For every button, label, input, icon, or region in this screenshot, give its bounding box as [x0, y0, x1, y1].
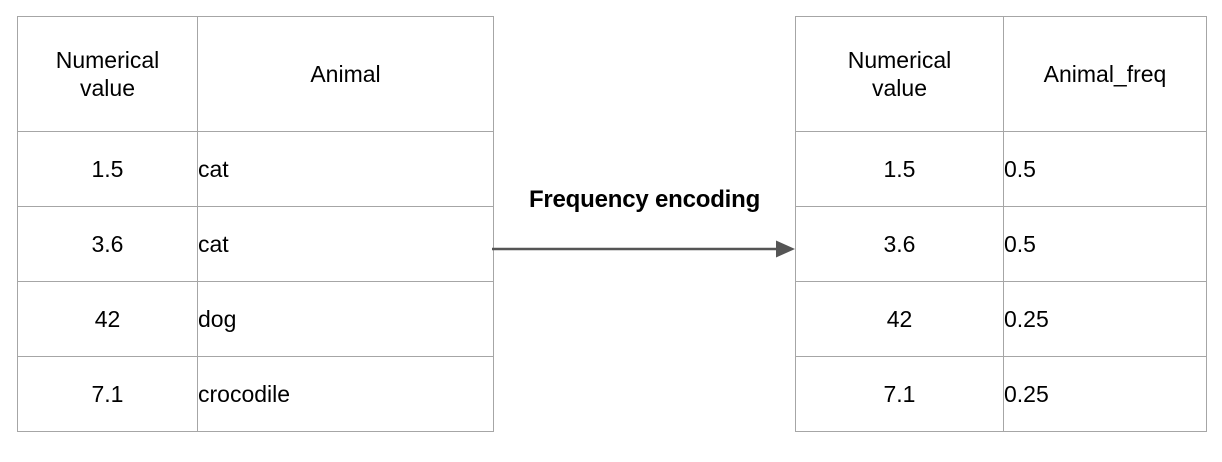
arrow-label: Frequency encoding — [528, 186, 761, 213]
table-row: 1.5 cat — [17, 131, 494, 207]
cell-animal: dog — [197, 281, 494, 357]
cell-numerical-value: 3.6 — [17, 206, 198, 282]
table-row: 7.1 crocodile — [17, 356, 494, 432]
cell-animal: cat — [197, 206, 494, 282]
cell-numerical-value: 42 — [795, 281, 1004, 357]
table-row: 42 dog — [17, 281, 494, 357]
table-row: 3.6 0.5 — [795, 206, 1207, 282]
cell-numerical-value: 3.6 — [795, 206, 1004, 282]
cell-animal-freq: 0.5 — [1003, 206, 1207, 282]
table-row: 7.1 0.25 — [795, 356, 1207, 432]
cell-numerical-value: 1.5 — [17, 131, 198, 207]
right-arrow-icon — [492, 240, 795, 258]
cell-animal-freq: 0.25 — [1003, 356, 1207, 432]
table-row: 1.5 0.5 — [795, 131, 1207, 207]
column-header-animal-freq: Animal_freq — [1003, 16, 1207, 132]
cell-animal-freq: 0.5 — [1003, 131, 1207, 207]
cell-animal: cat — [197, 131, 494, 207]
cell-numerical-value: 7.1 — [795, 356, 1004, 432]
cell-numerical-value: 42 — [17, 281, 198, 357]
column-header-animal: Animal — [197, 16, 494, 132]
input-table: Numerical value Animal 1.5 cat 3.6 cat 4… — [17, 16, 494, 432]
header-line-1: Numerical — [847, 46, 952, 73]
header-line-2: value — [872, 75, 927, 101]
header-line-1: Numerical — [55, 46, 160, 73]
table-row: 3.6 cat — [17, 206, 494, 282]
column-header-numerical-value: Numerical value — [795, 16, 1004, 132]
transformation-connector: Frequency encoding — [492, 186, 797, 266]
table-row: 42 0.25 — [795, 281, 1207, 357]
header-line-2: value — [80, 75, 135, 101]
cell-animal: crocodile — [197, 356, 494, 432]
column-header-numerical-value: Numerical value — [17, 16, 198, 132]
cell-animal-freq: 0.25 — [1003, 281, 1207, 357]
output-table: Numerical value Animal_freq 1.5 0.5 3.6 … — [795, 16, 1207, 432]
cell-numerical-value: 1.5 — [795, 131, 1004, 207]
table-header-row: Numerical value Animal_freq — [795, 16, 1207, 132]
table-header-row: Numerical value Animal — [17, 16, 494, 132]
cell-numerical-value: 7.1 — [17, 356, 198, 432]
